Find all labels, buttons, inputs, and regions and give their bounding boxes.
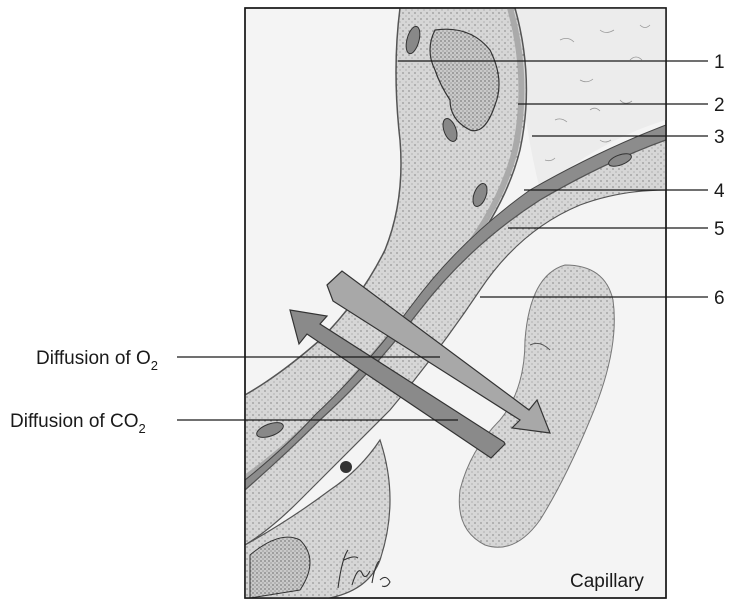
label-5: 5 (714, 219, 725, 240)
capillary-label: Capillary (570, 571, 644, 592)
co2-diffusion-label: Diffusion of CO2 (10, 411, 146, 436)
co2-label-prefix: Diffusion of CO (10, 411, 138, 432)
o2-label-subscript: 2 (151, 358, 158, 373)
label-4: 4 (714, 181, 725, 202)
label-1: 1 (714, 52, 725, 73)
label-3: 3 (714, 127, 725, 148)
label-2: 2 (714, 95, 725, 116)
co2-label-subscript: 2 (138, 421, 145, 436)
label-6: 6 (714, 288, 725, 309)
o2-diffusion-label: Diffusion of O2 (36, 348, 158, 373)
o2-label-prefix: Diffusion of O (36, 348, 151, 369)
